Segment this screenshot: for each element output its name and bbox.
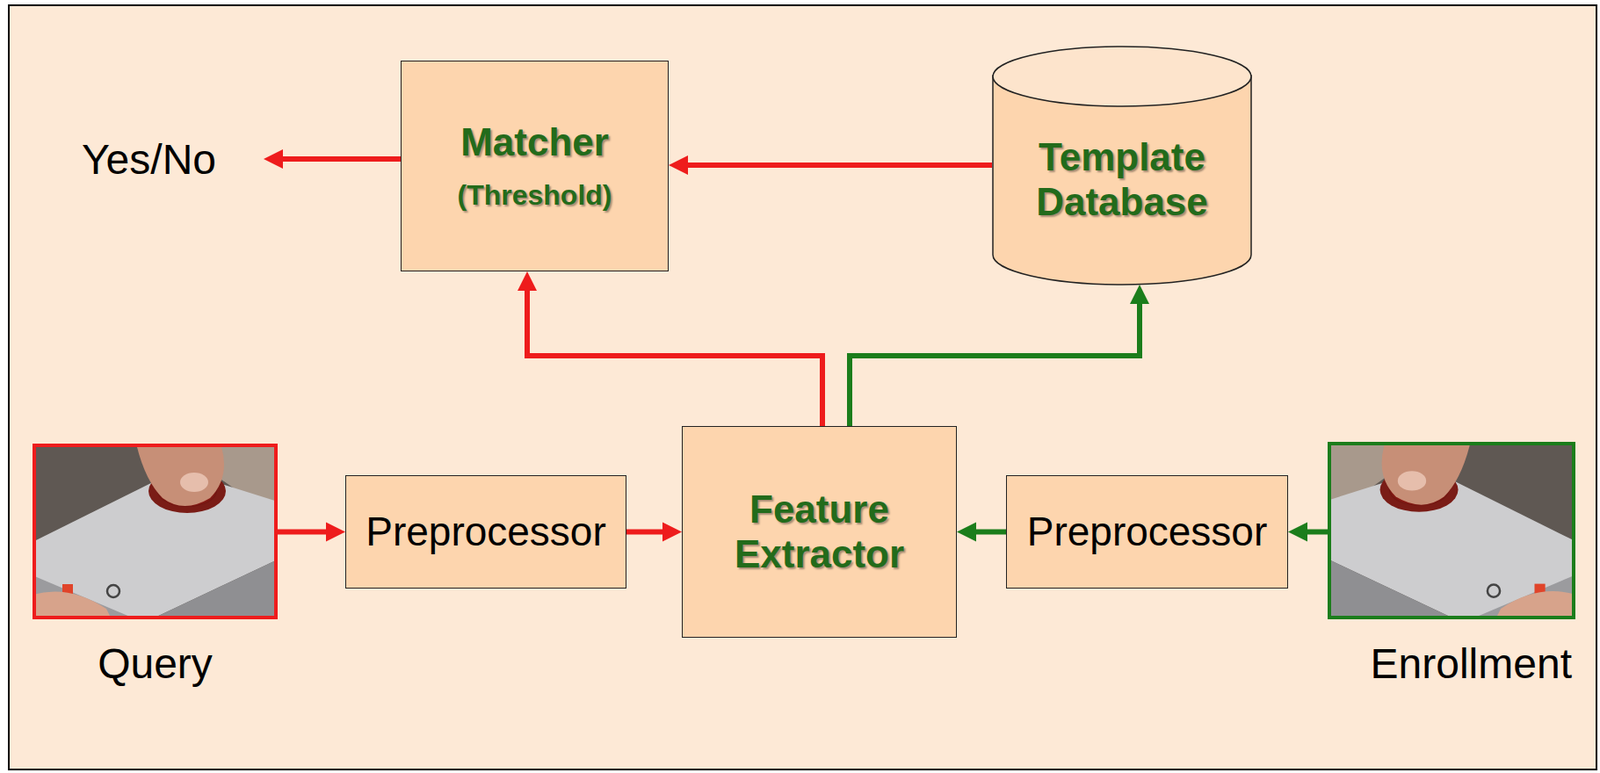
node-label: Preprocessor [1027, 508, 1268, 556]
connector-line [1306, 529, 1328, 536]
arrow-head [668, 155, 688, 175]
database-cylinder: Template Database [991, 45, 1253, 286]
flow-arrow [277, 522, 346, 543]
fingerprint-scanner-photo [1327, 441, 1576, 620]
caption-label: Enrollment [1370, 639, 1572, 688]
flow-arrow [849, 284, 1150, 427]
arrow-head [1288, 522, 1308, 543]
output-line [280, 156, 401, 162]
connector-line [277, 529, 327, 536]
node-label: (Threshold) [457, 179, 613, 212]
node-label: Template Database [1004, 135, 1240, 225]
input-photo: Enrollment [1327, 441, 1576, 620]
output-arrow [263, 149, 401, 169]
input-photo: Query [32, 443, 278, 620]
arrow-head [325, 522, 346, 543]
connector-line [687, 162, 992, 168]
process-box: Preprocessor [345, 475, 627, 589]
flow-arrow [626, 522, 682, 543]
connector-line [975, 529, 1007, 536]
connector-line [527, 289, 823, 427]
process-box: Preprocessor [1006, 475, 1289, 589]
arrow-head [1129, 284, 1150, 305]
label-holder: Yes/No [81, 135, 217, 184]
arrow-head [662, 522, 682, 543]
process-box: Feature Extractor [681, 426, 957, 638]
flow-arrow [1288, 522, 1328, 543]
caption-label: Query [97, 639, 213, 688]
flow-arrow [668, 155, 992, 175]
node-label: Preprocessor [365, 508, 607, 556]
arrow-head [517, 271, 537, 291]
node-label: Matcher [460, 120, 609, 166]
flow-arrow [956, 522, 1007, 543]
arrow-head [263, 149, 283, 169]
process-box: Matcher (Threshold) [400, 60, 669, 272]
flow-arrow [517, 271, 823, 427]
cylinder-top [992, 46, 1252, 107]
background-panel [7, 4, 1598, 771]
node-label: Feature Extractor [693, 487, 946, 577]
connector-line [626, 529, 664, 536]
connector-line [849, 303, 1140, 427]
fingerprint-scanner-photo [32, 443, 278, 620]
arrow-head [956, 522, 977, 543]
output-label: Yes/No [81, 136, 217, 183]
